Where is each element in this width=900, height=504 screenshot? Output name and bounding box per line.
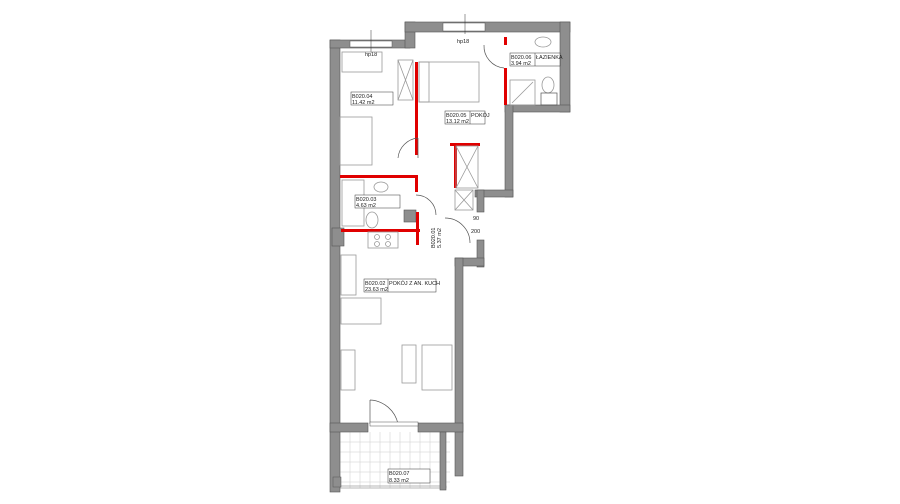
window-label: hp18 <box>457 39 469 45</box>
room-label-B020.04: B020.04 11.42 m2 <box>350 91 394 106</box>
svg-text:B020.05: B020.05 <box>446 113 467 119</box>
window-label: hp18 <box>365 52 377 58</box>
svg-text:5.37 m2: 5.37 m2 <box>437 228 443 248</box>
svg-text:3.94 m2: 3.94 m2 <box>511 61 531 67</box>
svg-text:B020.03: B020.03 <box>356 197 377 203</box>
svg-text:23.63 m2: 23.63 m2 <box>365 287 388 293</box>
room-label-B020.01: B020.01 5.37 m2 <box>431 228 443 249</box>
svg-text:11.42 m2: 11.42 m2 <box>352 100 375 106</box>
new-walls <box>340 37 507 245</box>
door-height: 200 <box>471 229 480 235</box>
svg-text:B020.06: B020.06 <box>511 55 532 61</box>
svg-text:B020.04: B020.04 <box>352 94 373 100</box>
furniture <box>332 36 558 488</box>
svg-text:B020.07: B020.07 <box>389 471 410 477</box>
balcony-railing <box>335 485 447 489</box>
room-label-B020.03: B020.03 4.63 m2 <box>354 194 401 209</box>
walls <box>329 21 571 493</box>
svg-text:8.33 m2: 8.33 m2 <box>389 478 409 484</box>
room-label-B020.02: B020.02 POKÓJ Z AN. KUCH 23.63 m2 <box>363 278 440 293</box>
svg-text:POKÓJ Z AN. KUCH: POKÓJ Z AN. KUCH <box>389 280 440 287</box>
svg-text:POKÓJ: POKÓJ <box>471 112 490 119</box>
door-width: 90 <box>473 216 479 222</box>
svg-text:B020.02: B020.02 <box>365 281 386 287</box>
svg-text:13.12 m2: 13.12 m2 <box>446 119 469 125</box>
svg-text:4.63 m2: 4.63 m2 <box>356 203 376 209</box>
svg-text:B020.01: B020.01 <box>431 228 437 249</box>
window-right <box>442 14 486 34</box>
room-label-B020.05: B020.05 POKÓJ 13.12 m2 <box>444 110 490 125</box>
room-label-B020.07: B020.07 8.33 m2 <box>387 468 431 484</box>
room-label-B020.06: B020.06 ŁAZIENKA 3.94 m2 <box>509 52 563 67</box>
svg-text:ŁAZIENKA: ŁAZIENKA <box>536 55 563 61</box>
window-left <box>349 30 393 52</box>
